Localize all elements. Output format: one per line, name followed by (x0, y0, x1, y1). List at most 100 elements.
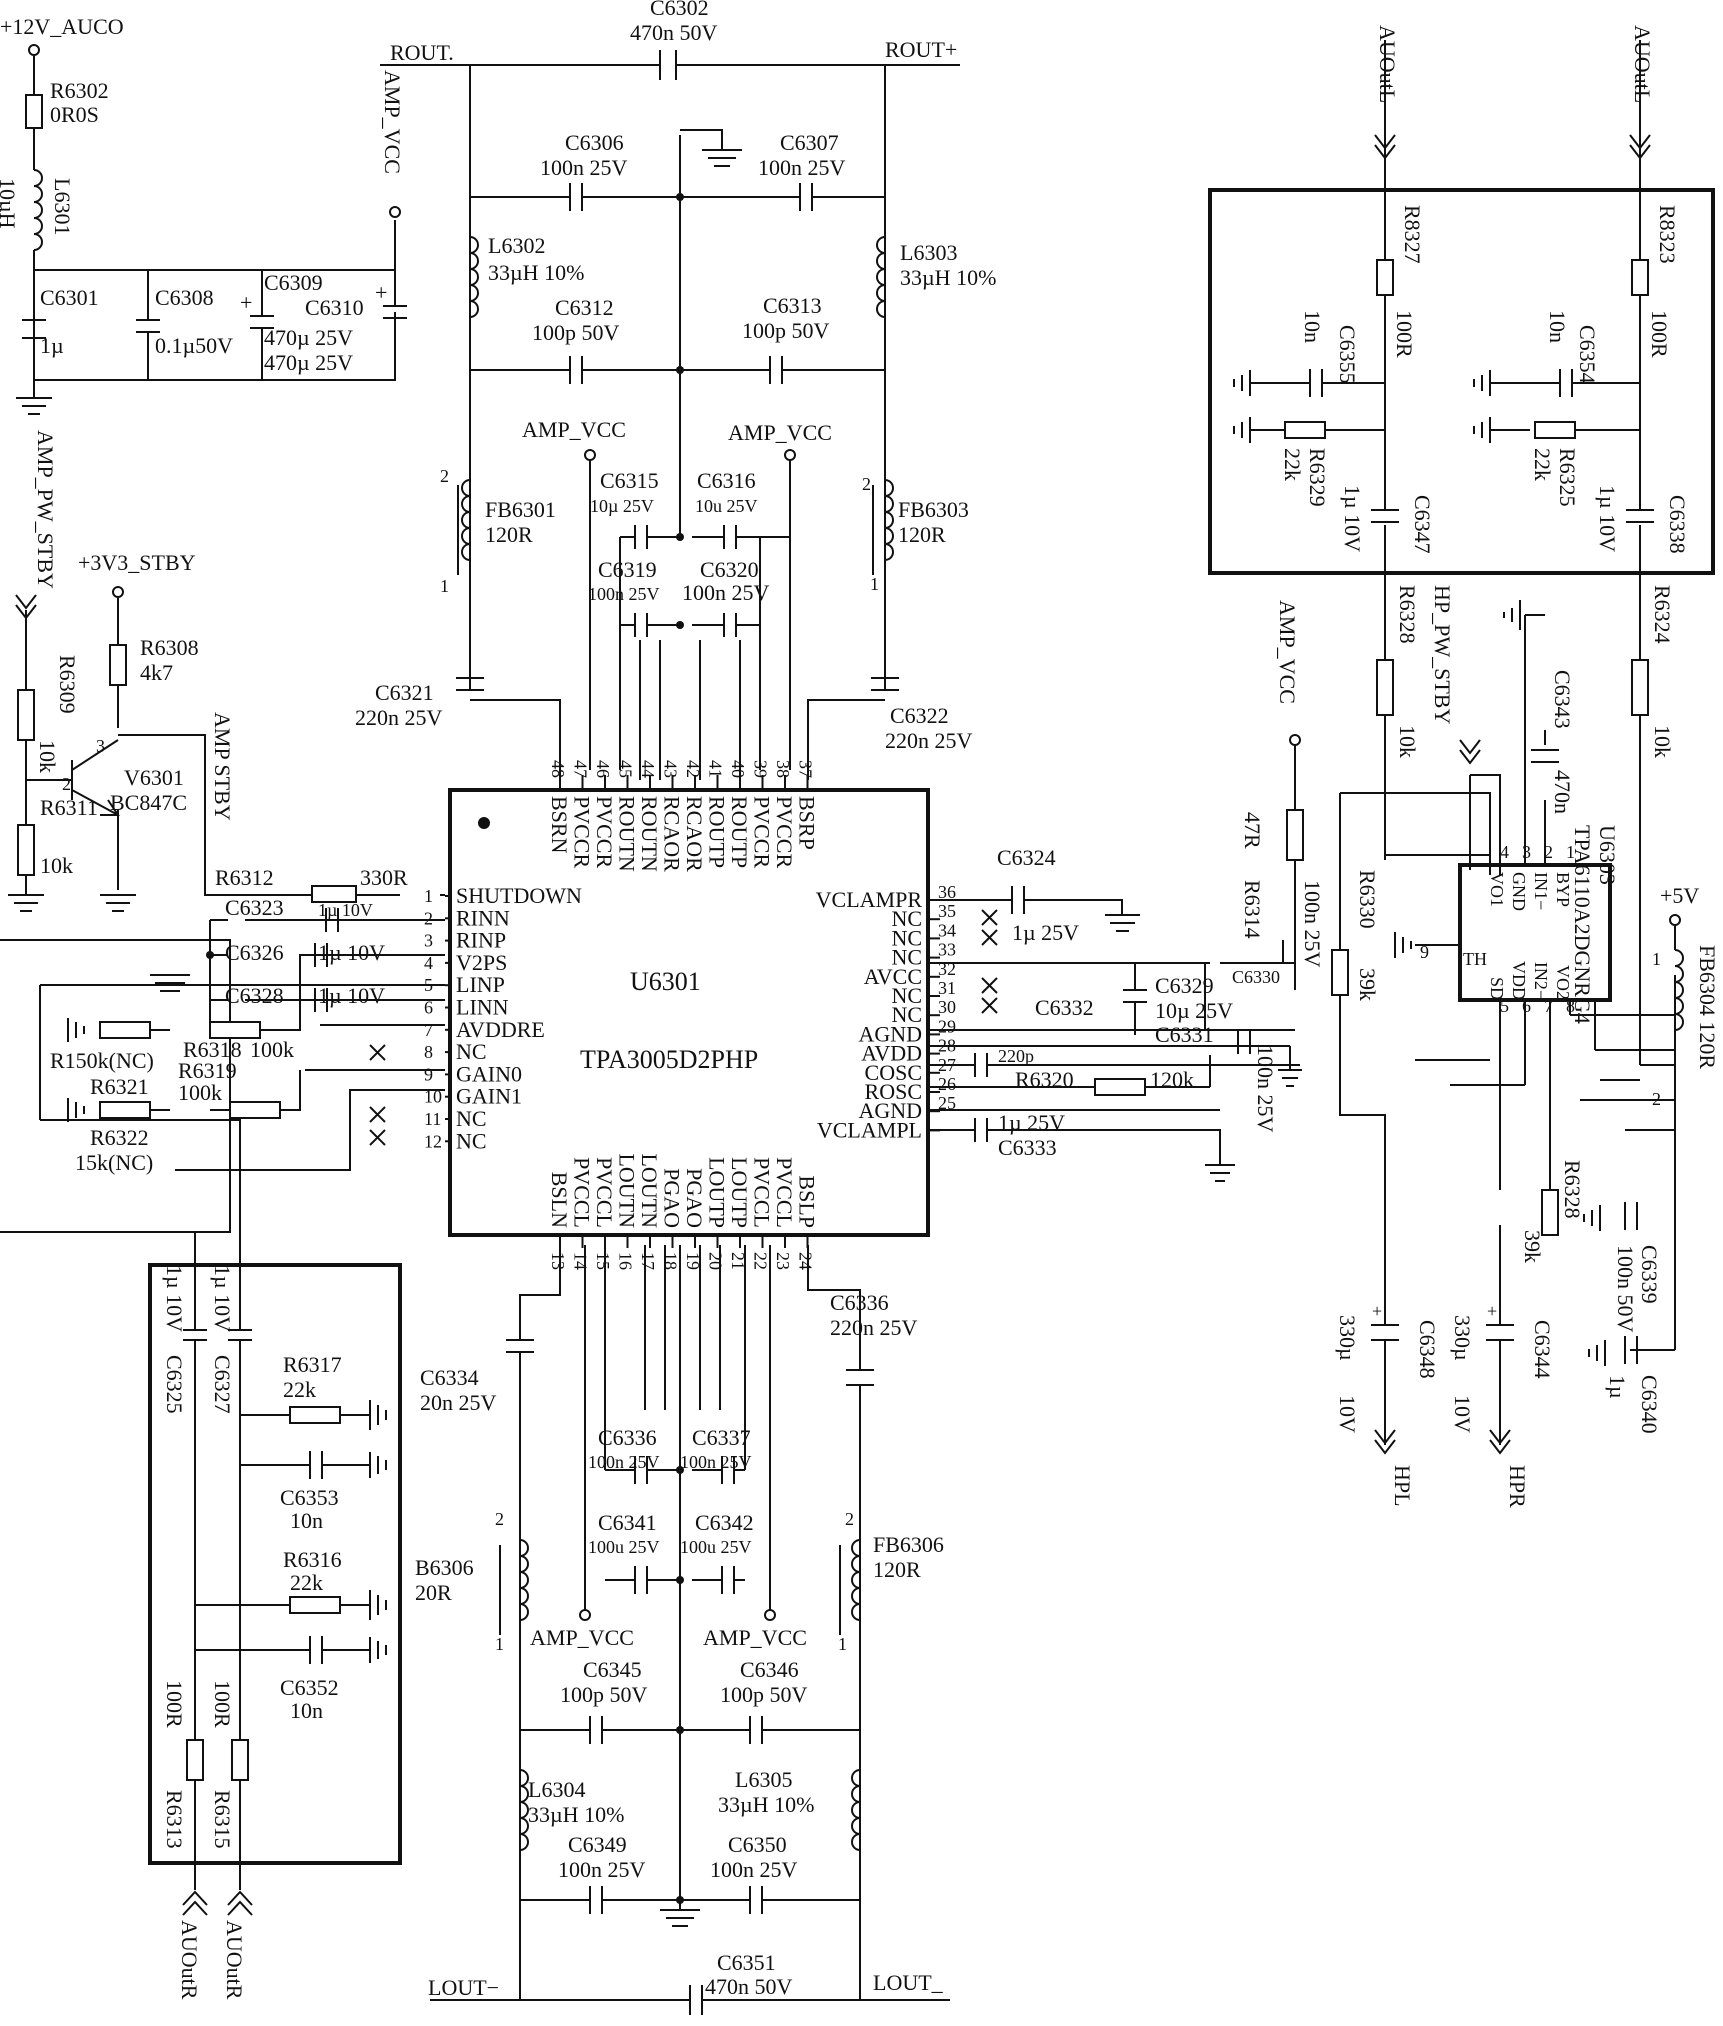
pin-name: ROUTN (615, 796, 640, 872)
pin-name: ROUTN (637, 796, 662, 872)
pin-number: 41 (706, 760, 726, 778)
pin-name: VO1 (1487, 872, 1507, 907)
label-auoutr-1: AUOutR (177, 1920, 202, 2000)
label-r6316: R6316 (283, 1547, 342, 1572)
label-c6312-val: 100p 50V (532, 320, 620, 345)
pin-number: 35 (938, 901, 956, 921)
label-c6323: C6323 (225, 895, 284, 920)
ground-symbol-v6301 (100, 894, 136, 912)
label-fb6301: FB6301 (485, 497, 556, 522)
resistor-r8323 (1631, 259, 1649, 296)
pin-name: PVCCR (750, 796, 775, 868)
pin-number: 11 (424, 1109, 441, 1129)
resistor-r6316 (289, 1596, 341, 1614)
capacitor-c6313 (769, 356, 783, 384)
capacitor-c6325 (183, 1329, 207, 1341)
label-c6315-val: 10µ 25V (590, 496, 654, 516)
label-c6336a: C6336 (830, 1290, 889, 1315)
label-b6306: B6306 (415, 1555, 474, 1580)
pin-number: 42 (683, 760, 703, 778)
label-c6337-val: 100n 25V (680, 1452, 752, 1472)
pin-number: 15 (593, 1252, 613, 1270)
fb6306-pin2: 2 (845, 1509, 854, 1529)
ground-symbol-box-bottom (369, 1590, 387, 1663)
pin-name: LOUTN (615, 1153, 640, 1228)
inductor-l6303 (876, 236, 886, 318)
capacitor-c6342 (721, 1566, 735, 1594)
pin-number: 26 (938, 1074, 956, 1094)
label-c6309: C6309 (264, 270, 323, 295)
label-r6319: R6319 (178, 1058, 237, 1083)
label-r6312-val: 330R (360, 865, 408, 890)
ground-symbol-c6324 (1105, 914, 1140, 932)
label-c6345: C6345 (583, 1657, 642, 1682)
capacitor-c6315 (634, 525, 648, 549)
label-c6329: C6329 (1155, 973, 1214, 998)
pin-name: PGAO (682, 1168, 707, 1228)
capacitor-c6346 (749, 1716, 763, 1744)
pin-name: ROSC (865, 1079, 922, 1104)
label-fb6303: FB6303 (898, 497, 969, 522)
pin-name: PVCCR (772, 796, 797, 868)
pin-name: NC (456, 1128, 487, 1153)
pin-name: AVCC (864, 964, 922, 989)
label-r6320: R6320 (1015, 1067, 1074, 1092)
pin-name: NC (456, 1106, 487, 1131)
capacitor-c6345 (589, 1716, 603, 1744)
label-c6348-val1: 330µ (1335, 1315, 1360, 1361)
junction (676, 1466, 684, 1474)
pin-name: PVCCL (592, 1157, 617, 1228)
label-c6312: C6312 (555, 295, 614, 320)
label-c6320-val: 100n 25V (682, 580, 770, 605)
capacitor-c6329 (1123, 989, 1147, 1003)
ferrite-fb6301 (461, 479, 471, 561)
capacitor-c6310 (383, 305, 407, 319)
label-l6304: L6304 (528, 1777, 585, 1802)
capacitor-c6348 (1371, 1324, 1399, 1341)
label-r6314: R6314 (1240, 880, 1265, 939)
resistor-r6318 (209, 1021, 261, 1039)
capacitor-c6339 (1624, 1202, 1638, 1230)
resistor-r6315 (231, 1739, 249, 1781)
fb6301-pin2: 2 (440, 466, 449, 486)
pin-name: GND (1509, 872, 1529, 911)
pin-name: PVCCL (570, 1157, 595, 1228)
fb6303-pin1: 1 (870, 574, 879, 594)
capacitor-c6320 (723, 613, 737, 637)
label-r6318: R6318 (183, 1037, 242, 1062)
capacitor-c6327 (228, 1329, 252, 1341)
pin-name: IN2− (1531, 962, 1551, 1000)
u6303-pin9-num: 9 (1420, 942, 1429, 962)
label-c6344: C6344 (1530, 1320, 1555, 1379)
label-r6329: R6329 (1305, 448, 1330, 507)
pin-number: 39 (751, 760, 771, 778)
label-pwr12: +12V_AUCO (0, 14, 124, 39)
pin-name: PVCCR (570, 796, 595, 868)
label-c6354: C6354 (1575, 325, 1600, 384)
pin-number: 5 (424, 975, 433, 995)
capacitor-c6322 (871, 677, 899, 691)
label-auoutr-2: AUOutR (222, 1920, 247, 2000)
pin-name: PGAO (660, 1168, 685, 1228)
junction (676, 533, 684, 541)
pin-name: NC (456, 1039, 487, 1064)
capacitor-c6351 (689, 1985, 703, 2015)
nc-x-pin11 (369, 1106, 386, 1123)
label-fb6306-val: 120R (873, 1557, 921, 1582)
label-c6345-val: 100p 50V (560, 1682, 648, 1707)
ground-symbol-right-filter (1473, 370, 1491, 443)
pin2-v6301: 2 (62, 774, 71, 794)
label-c6322-val: 220n 25V (885, 728, 973, 753)
label-c6338-val: 1µ 10V (1595, 485, 1620, 552)
capacitor-c6330 (1282, 940, 1296, 964)
ground-symbol-r150 (67, 1018, 85, 1042)
pin-name: VCLAMPR (816, 887, 923, 912)
pin-number: 7 (1544, 996, 1553, 1016)
fb6306-pin1: 1 (838, 1634, 847, 1654)
label-c6327-val: 1µ 10V (210, 1265, 235, 1332)
capacitor-c6333 (974, 1118, 988, 1142)
terminal-amp-vcc-2 (784, 449, 796, 461)
label-c6328-val: 1µ 10V (318, 983, 385, 1008)
